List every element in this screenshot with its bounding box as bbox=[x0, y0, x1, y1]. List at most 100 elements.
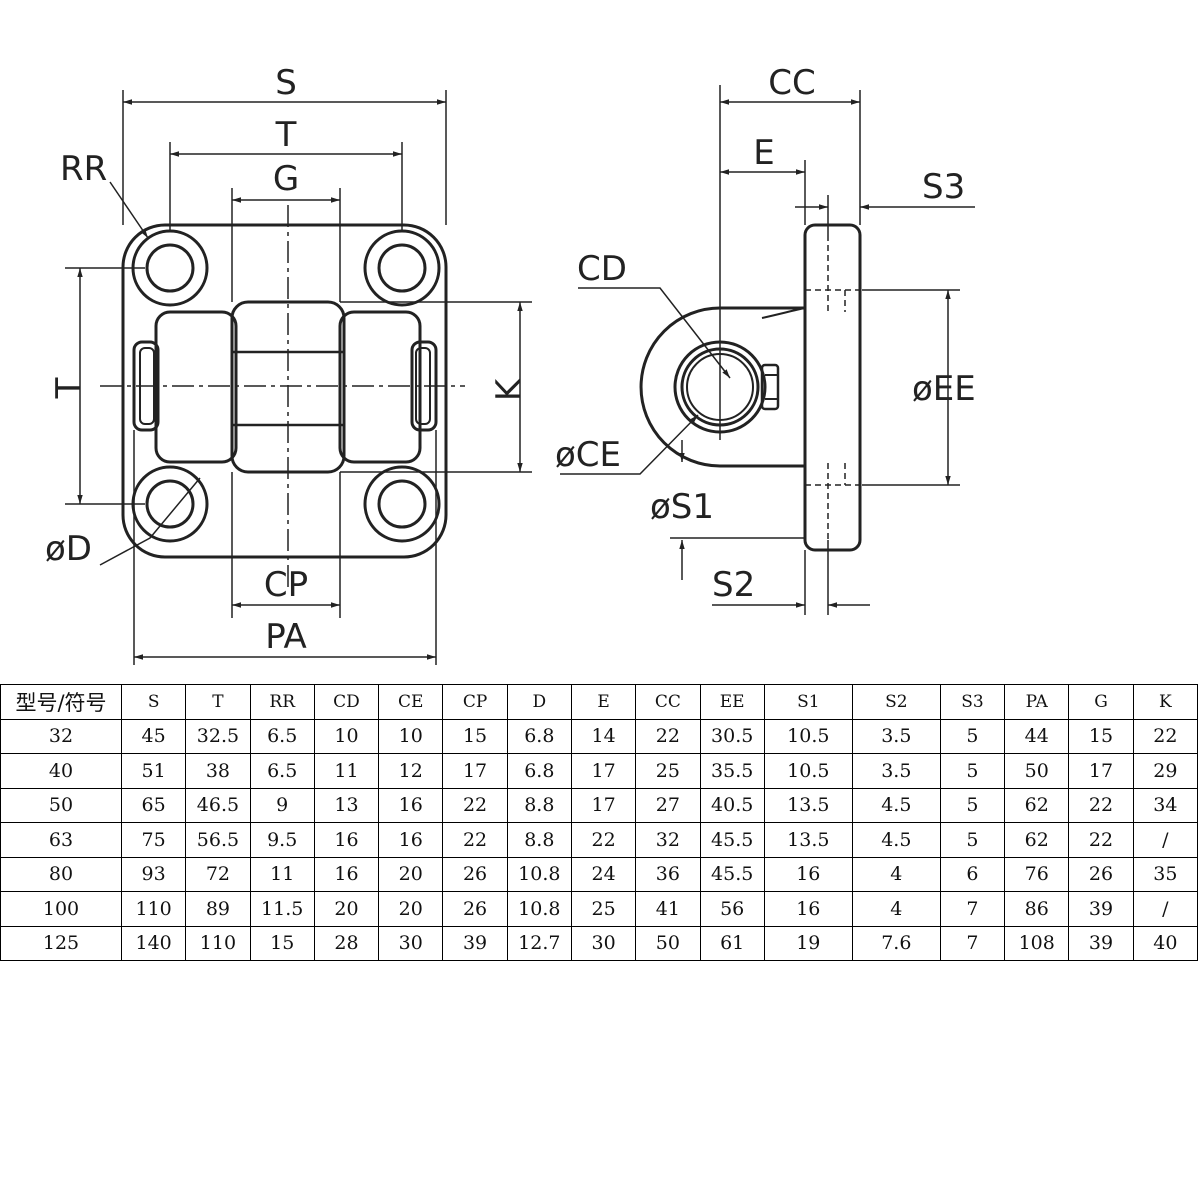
table-cell: 4 bbox=[851, 856, 941, 892]
model-cell: 50 bbox=[0, 787, 122, 823]
table-cell: 26 bbox=[1068, 856, 1134, 892]
column-header: PA bbox=[1004, 684, 1070, 720]
table-cell: 32.5 bbox=[185, 718, 251, 754]
table-cell: 16 bbox=[378, 787, 444, 823]
dim-label-ee: øEE bbox=[912, 369, 976, 409]
table-cell: 6.5 bbox=[249, 753, 315, 789]
table-cell: 22 bbox=[1068, 822, 1134, 858]
table-cell: 8.8 bbox=[506, 822, 572, 858]
table-cell: 20 bbox=[313, 891, 380, 927]
table-cell: 24 bbox=[570, 856, 637, 892]
table-cell: 40 bbox=[1132, 925, 1199, 961]
table-cell: 39 bbox=[1068, 925, 1134, 961]
table-cell: 22 bbox=[1132, 718, 1199, 754]
column-header: S bbox=[120, 684, 187, 720]
table-cell: 17 bbox=[570, 753, 637, 789]
table-cell: 9.5 bbox=[249, 822, 315, 858]
table-cell: 10.8 bbox=[506, 856, 572, 892]
table-cell: 28 bbox=[313, 925, 380, 961]
table-cell: 6.8 bbox=[506, 718, 572, 754]
table-cell: 65 bbox=[120, 787, 187, 823]
table-cell: 4.5 bbox=[851, 822, 941, 858]
model-cell: 63 bbox=[0, 822, 122, 858]
column-header: S1 bbox=[763, 684, 853, 720]
table-cell: 4.5 bbox=[851, 787, 941, 823]
table-cell: 38 bbox=[185, 753, 251, 789]
table-cell: 5 bbox=[939, 822, 1006, 858]
table-cell: 5 bbox=[939, 753, 1006, 789]
table-cell: 6.5 bbox=[249, 718, 315, 754]
table-cell: 10 bbox=[378, 718, 444, 754]
table-cell: 13.5 bbox=[763, 822, 853, 858]
clevis-body bbox=[132, 300, 438, 474]
table-cell: 110 bbox=[185, 925, 251, 961]
table-cell: 10.5 bbox=[763, 753, 853, 789]
side-view bbox=[639, 85, 862, 552]
front-view bbox=[100, 205, 465, 590]
model-cell: 32 bbox=[0, 718, 122, 754]
corner-holes bbox=[131, 229, 441, 543]
technical-drawing: S T G RR T K øD CP PA bbox=[45, 63, 976, 665]
table-cell: 61 bbox=[699, 925, 765, 961]
table-cell: 89 bbox=[185, 891, 251, 927]
dim-label-s3: S3 bbox=[922, 167, 965, 207]
table-cell: 11 bbox=[313, 753, 380, 789]
dim-label-e: E bbox=[753, 133, 774, 173]
table-cell: 76 bbox=[1004, 856, 1070, 892]
column-header: EE bbox=[699, 684, 765, 720]
table-cell: 15 bbox=[249, 925, 315, 961]
table-cell: / bbox=[1132, 891, 1199, 927]
table-cell: 22 bbox=[1068, 787, 1134, 823]
table-cell: 56 bbox=[699, 891, 765, 927]
clevis-lug bbox=[639, 306, 805, 468]
table-cell: 46.5 bbox=[185, 787, 251, 823]
column-header: E bbox=[570, 684, 637, 720]
table-cell: 16 bbox=[763, 891, 853, 927]
side-flange bbox=[803, 223, 862, 552]
table-cell: 16 bbox=[313, 822, 380, 858]
table-cell: 9 bbox=[249, 787, 315, 823]
side-dimensions bbox=[560, 90, 975, 615]
table-cell: 16 bbox=[313, 856, 380, 892]
table-cell: 3.5 bbox=[851, 753, 941, 789]
table-cell: 8.8 bbox=[506, 787, 572, 823]
table-cell: 11.5 bbox=[249, 891, 315, 927]
table-cell: 29 bbox=[1132, 753, 1199, 789]
table-cell: 17 bbox=[570, 787, 637, 823]
dim-label-s: S bbox=[275, 63, 297, 103]
table-cell: 30 bbox=[378, 925, 444, 961]
column-header: CE bbox=[378, 684, 444, 720]
column-header: G bbox=[1068, 684, 1134, 720]
dim-label-cp: CP bbox=[264, 565, 308, 605]
table-cell: 50 bbox=[635, 925, 701, 961]
table-cell: 93 bbox=[120, 856, 187, 892]
table-cell: 17 bbox=[1068, 753, 1134, 789]
table-cell: 108 bbox=[1004, 925, 1070, 961]
table-cell: 26 bbox=[442, 891, 508, 927]
table-cell: 36 bbox=[635, 856, 701, 892]
table-cell: 45.5 bbox=[699, 856, 765, 892]
column-header: D bbox=[506, 684, 572, 720]
table-cell: 30.5 bbox=[699, 718, 765, 754]
table-cell: 3.5 bbox=[851, 718, 941, 754]
table-cell: 25 bbox=[570, 891, 637, 927]
model-cell: 80 bbox=[0, 856, 122, 892]
table-cell: 45 bbox=[120, 718, 187, 754]
table-cell: 34 bbox=[1132, 787, 1199, 823]
table-cell: 7 bbox=[939, 891, 1006, 927]
table-cell: 35.5 bbox=[699, 753, 765, 789]
table-cell: 22 bbox=[635, 718, 701, 754]
front-dimensions bbox=[65, 90, 532, 665]
column-header: 型号/符号 bbox=[0, 684, 122, 720]
table-cell: 12.7 bbox=[506, 925, 572, 961]
table-cell: 45.5 bbox=[699, 822, 765, 858]
table-cell: 140 bbox=[120, 925, 187, 961]
